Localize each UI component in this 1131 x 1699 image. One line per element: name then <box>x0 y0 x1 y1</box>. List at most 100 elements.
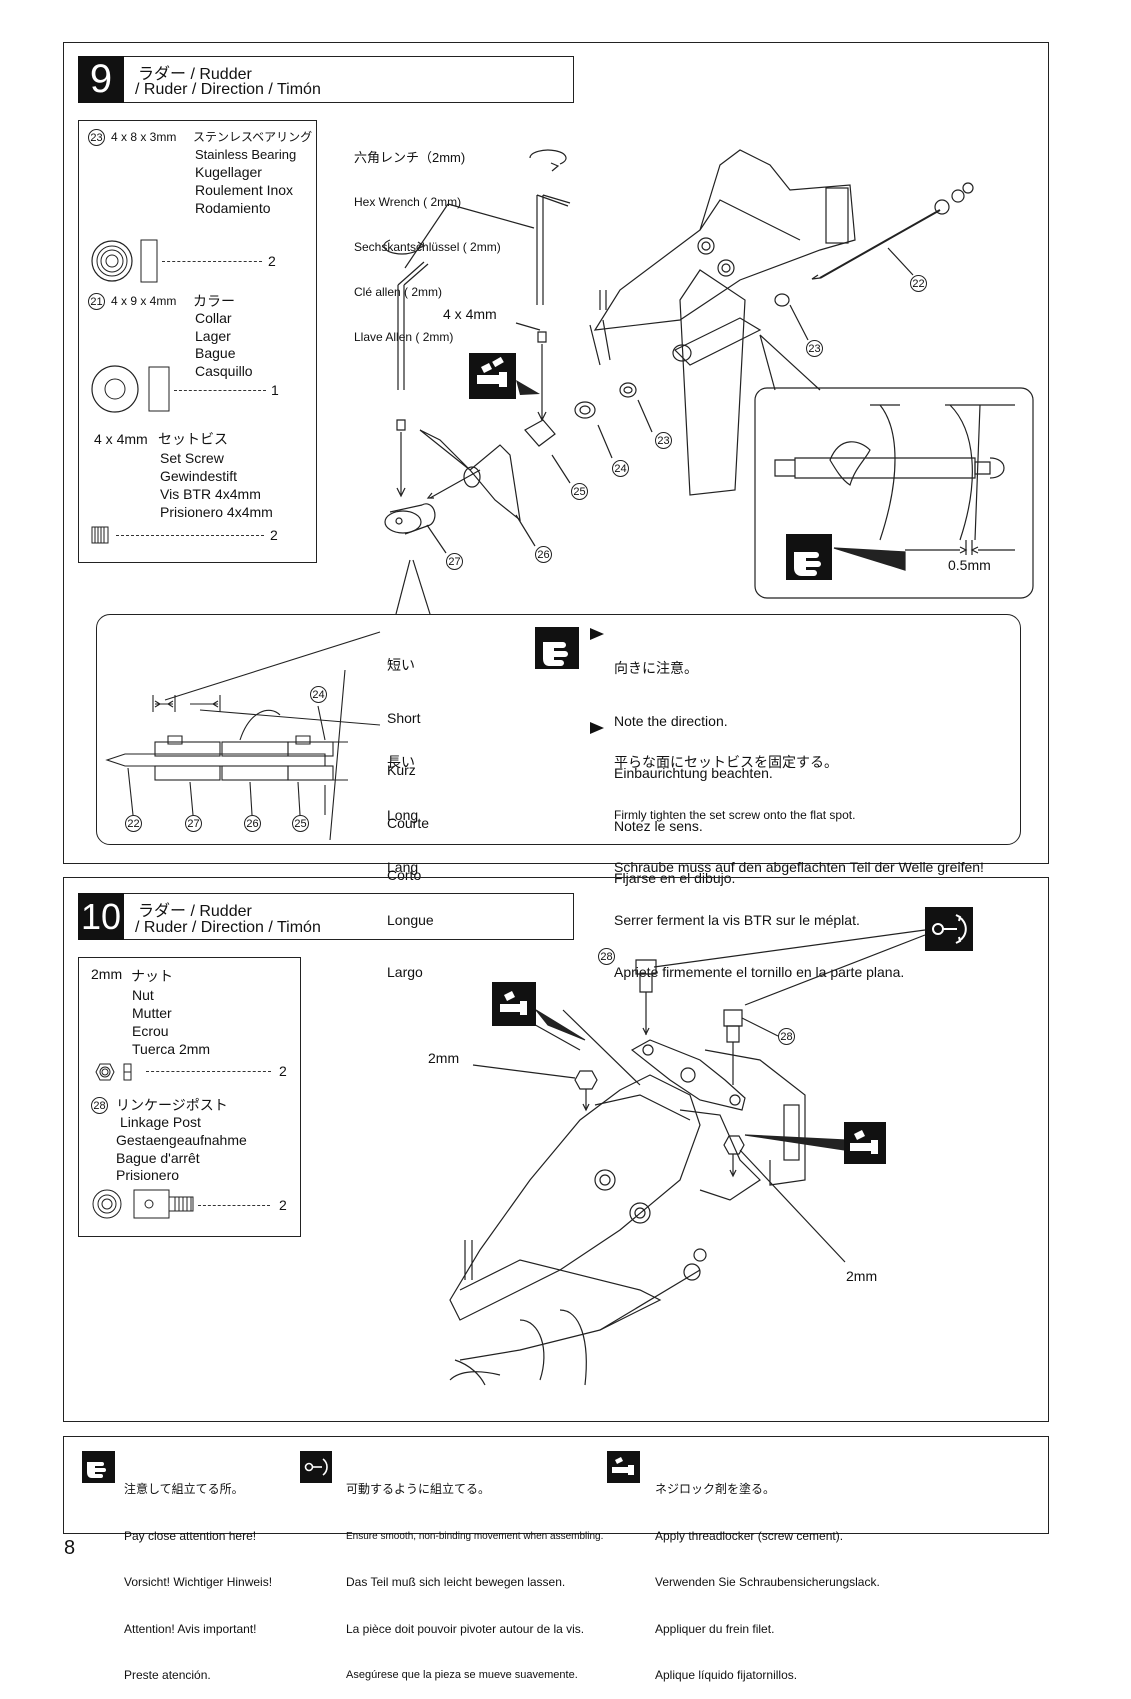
bullet-arrow-1 <box>590 628 604 640</box>
nut-icon <box>95 1063 132 1081</box>
nut-en: Nut <box>132 987 154 1003</box>
legend-attention-en: Pay close attention here! <box>124 1528 257 1543</box>
step10-assembly-drawing <box>449 929 926 1386</box>
legend-movement-es: Asegúrese que la pieza se mueve suavemen… <box>346 1669 578 1681</box>
part-es-setscrew: Prisionero 4x4mm <box>160 504 273 520</box>
short-label: 短い Short Kurz Courte Corto <box>387 622 429 902</box>
note2-es: Apriete firmemente el tornillo en la par… <box>614 964 905 980</box>
part-size-setscrew: 4 x 4mm <box>94 431 148 447</box>
note1-en: Note the direction. <box>614 712 728 729</box>
step10-frame <box>63 877 1049 1422</box>
part-ref-23: 23 <box>88 129 105 146</box>
note1-es: Fljarse en el dibujo. <box>614 870 736 886</box>
legend-threadlock-text: ネジロック剤を塗る。 Apply threadlocker (screw cem… <box>655 1451 880 1699</box>
threadlock-icon-right <box>844 1122 886 1164</box>
note1-de: Einbaurichtung beachten. <box>614 765 773 781</box>
long-jp: 長い <box>387 754 415 770</box>
legend-threadlock-en: Apply threadlocker (screw cement). <box>655 1528 844 1543</box>
nut-es: Tuerca 2mm <box>132 1041 211 1057</box>
legend-movement-text: 可動するように組立てる。 Ensure smooth, non-binding … <box>346 1451 603 1699</box>
part-de-21: Lager <box>195 328 231 344</box>
note1-fr: Notez le sens. <box>614 817 703 834</box>
part-de-23: Kugellager <box>195 164 262 180</box>
qty-dash-nut <box>146 1071 271 1072</box>
legend-threadlock-de: Verwenden Sie Schraubensicherungslack. <box>655 1575 880 1589</box>
part-fr-21: Bague <box>195 345 236 361</box>
bullet-arrow-2 <box>590 722 604 734</box>
detail-callout-24: 24 <box>310 686 327 703</box>
part-es-23: Rodamiento <box>195 200 271 216</box>
legend-threadlock-icon <box>607 1451 640 1483</box>
part-es-21: Casquillo <box>195 363 253 379</box>
note2-fr: Serrer ferment la vis BTR sur le méplat. <box>614 911 860 928</box>
detail-callout-25: 25 <box>292 815 309 832</box>
nut-de: Mutter <box>132 1005 172 1021</box>
callout-25: 25 <box>571 483 588 500</box>
post-qty: 2 <box>279 1197 287 1213</box>
part-de-setscrew: Gewindestift <box>160 468 238 484</box>
step10-subtitle: / Ruder / Direction / Timón <box>135 919 321 936</box>
part-qty-23: 2 <box>268 253 276 269</box>
qty-dash-post <box>198 1205 270 1206</box>
nut-label-left: 2mm <box>428 1050 460 1066</box>
long-label: 長い Long Lang Longue Largo <box>387 719 434 999</box>
callout-24: 24 <box>612 460 629 477</box>
gap-label: 0.5mm <box>948 557 991 573</box>
step9-detail-box <box>96 614 1021 845</box>
callout-28b: 28 <box>778 1028 795 1045</box>
part-fr-setscrew: Vis BTR 4x4mm <box>160 486 261 502</box>
legend-attention-jp: 注意して組立てる所。 <box>124 1482 244 1496</box>
nut-qty: 2 <box>279 1063 287 1079</box>
legend-movement-en: Ensure smooth, non-binding movement when… <box>346 1530 604 1542</box>
part-fr-23: Roulement Inox <box>195 182 294 198</box>
part-en-21: Collar <box>195 310 232 326</box>
legend-frame <box>63 1436 1049 1534</box>
legend-attention-fr: Attention! Avis important! <box>124 1621 257 1636</box>
long-de: Lang <box>387 859 419 875</box>
step10-number: 10 <box>78 893 124 940</box>
threadlock-pointer <box>516 380 540 395</box>
note2-de: Schraube muss auf den abgeflachten Teil … <box>614 859 984 875</box>
legend-attention-de: Vorsicht! Wichtiger Hinweis! <box>124 1575 273 1589</box>
legend-threadlock-es: Aplique líquido fijatornillos. <box>655 1668 798 1682</box>
step9-subtitle: / Ruder / Direction / Timón <box>135 81 321 98</box>
page-number: 8 <box>64 1537 76 1559</box>
step9-parts-box <box>78 120 317 563</box>
legend-movement-jp: 可動するように組立てる。 <box>346 1482 491 1496</box>
note1-jp: 向きに注意。 <box>614 660 698 676</box>
legend-movement-icon <box>300 1451 332 1483</box>
step9-title: ラダー / Rudder <box>138 66 252 83</box>
short-de: Kurz <box>387 762 416 778</box>
qty-dash-21 <box>174 390 266 391</box>
part-ref-21: 21 <box>88 293 105 310</box>
attention-hand-icon-2 <box>535 627 579 669</box>
note2-en: Firmly tighten the set screw onto the fl… <box>614 807 856 822</box>
post-es: Prisionero <box>116 1167 180 1183</box>
callout-26: 26 <box>535 546 552 563</box>
legend-threadlock-fr: Appliquer du frein filet. <box>655 1621 775 1636</box>
part-size-23: 4 x 8 x 3mm <box>111 130 177 144</box>
part-en-setscrew: Set Screw <box>160 450 224 466</box>
short-jp: 短い <box>387 657 415 673</box>
callout-23b: 23 <box>655 432 672 449</box>
callout-28a: 28 <box>598 948 615 965</box>
part-jp-21: カラー <box>193 293 235 309</box>
qty-dash-23 <box>162 261 262 262</box>
post-de: Gestaengeaufnahme <box>116 1132 247 1148</box>
collar-icon <box>91 365 170 413</box>
nut-jp: ナット <box>131 968 173 984</box>
threadlock-icon-left <box>492 982 536 1026</box>
nut-fr: Ecrou <box>132 1023 169 1039</box>
callout-23a: 23 <box>806 340 823 357</box>
wrench-jp: 六角レンチ（2mm) <box>354 150 466 165</box>
part-jp-23: ステンレスベアリング <box>193 130 313 144</box>
post-fr: Bague d'arrêt <box>116 1150 200 1166</box>
bearing-icon <box>91 239 158 283</box>
legend-attention-icon <box>82 1451 115 1483</box>
long-es: Largo <box>387 964 423 980</box>
short-es: Corto <box>387 867 422 883</box>
short-en: Short <box>387 709 421 726</box>
step9-assembly-drawing <box>383 149 1034 615</box>
qty-dash-setscrew <box>116 535 264 536</box>
wrench-en: Hex Wrench ( 2mm) <box>354 195 462 209</box>
